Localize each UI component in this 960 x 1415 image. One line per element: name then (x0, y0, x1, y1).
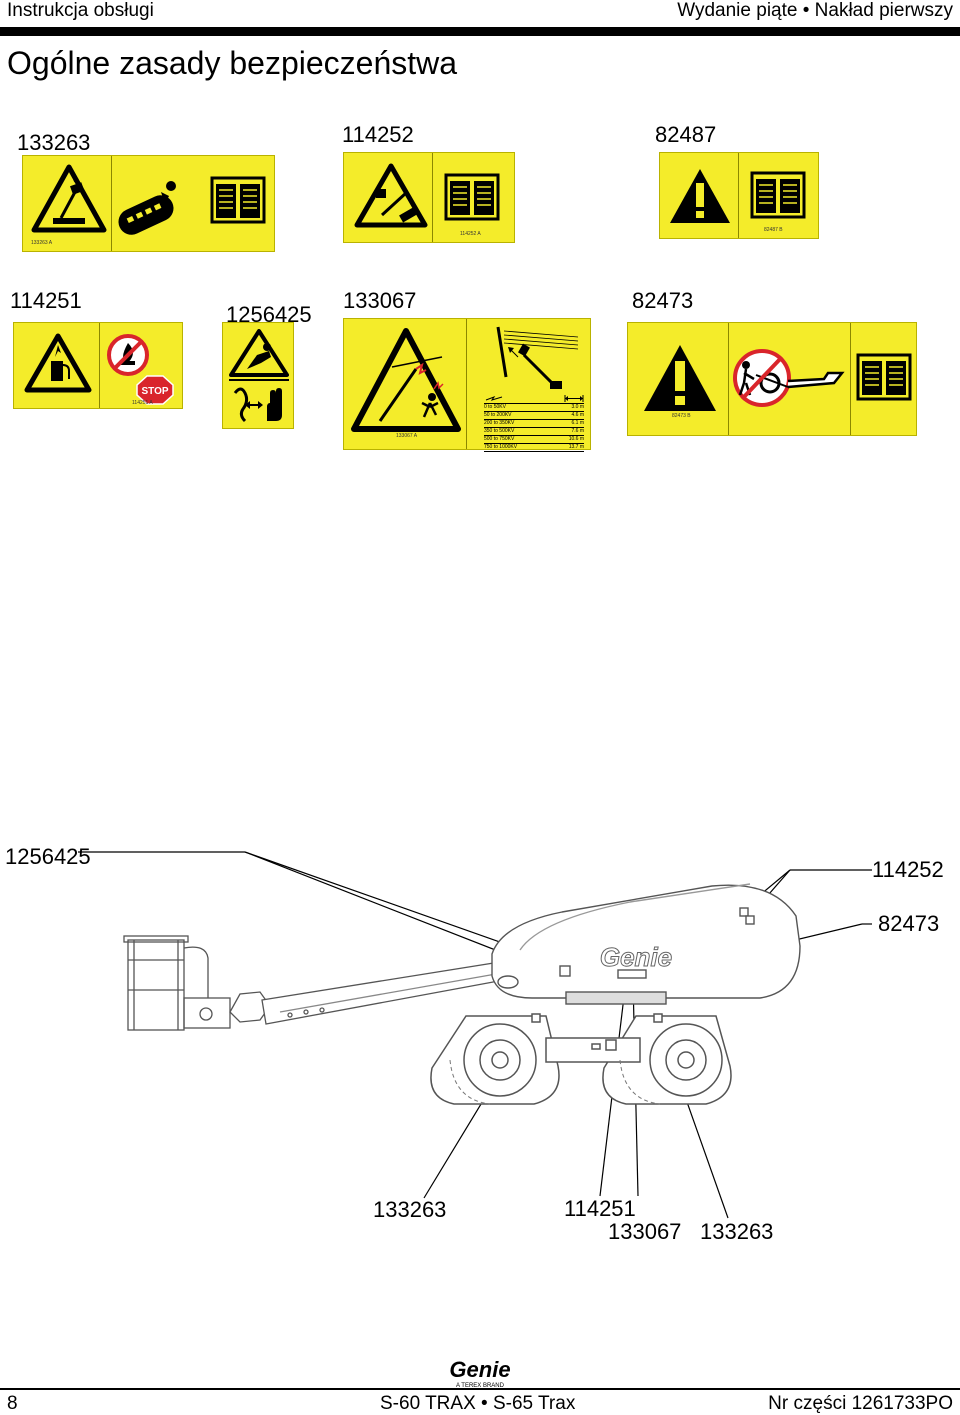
clearance-distance: 3.0 m (571, 404, 584, 410)
decal-label-82487: 82487 (655, 122, 717, 147)
callout-label-1256425: 1256425 (5, 844, 91, 869)
machine-diagram: Genie (78, 851, 872, 1219)
power-line-distance-icon (496, 326, 579, 389)
decal-code-114252: 114252 A (460, 231, 481, 237)
decal-code-133263: 133263 A (31, 240, 53, 246)
voltage-table-row: 750 to 1000KV 13.7 m (484, 444, 584, 452)
electrocution-warning-icon (351, 328, 461, 432)
footer-brand-sub: A TEREX BRAND (456, 1383, 505, 1389)
header-rule (0, 27, 960, 36)
exclamation-warning-icon (670, 169, 730, 223)
voltage-table-row: 350 to 500KV 7.6 m (484, 428, 584, 436)
fuel-explosion-warning-icon (24, 333, 92, 393)
decal-code-133067: 133067 A (396, 433, 418, 439)
tip-over-warning-icon (31, 164, 107, 233)
clearance-distance: 6.1 m (571, 420, 584, 426)
part-number: Nr części 1261733PO (768, 1393, 953, 1414)
voltage-range: 350 to 500KV (484, 428, 515, 434)
callout-label-133263-right: 133263 (700, 1219, 774, 1244)
voltage-range: 50 to 200KV (484, 412, 512, 418)
voltage-range: 750 to 1000KV (484, 444, 518, 450)
callout-label-133263-left: 133263 (373, 1197, 447, 1222)
decal-114251: STOP 114251 A (13, 322, 183, 409)
voltage-range: 0 to 50KV (484, 404, 506, 410)
decal-82487: 82487 B (659, 152, 819, 239)
header-right: Wydanie piąte • Nakład pierwszy (677, 0, 953, 21)
no-open-flame-icon (107, 334, 149, 376)
tracks (430, 1013, 732, 1105)
genie-logo: Genie A TEREX BRAND (449, 1357, 510, 1389)
read-manual-icon (856, 353, 912, 401)
voltage-table-rows: 0 to 50KV 3.0 m 50 to 200KV 4.6 m 200 to 350… (484, 404, 584, 452)
footer-brand: Genie (449, 1357, 510, 1382)
voltage-table-row: 50 to 200KV 4.6 m (484, 412, 584, 420)
boom-arm (229, 961, 505, 1025)
header-left: Instrukcja obsługi (7, 0, 154, 21)
track-treads (449, 1059, 661, 1105)
tip-over-warning-icon (354, 163, 428, 228)
voltage-table-row: 0 to 50KV 3.0 m (484, 404, 584, 412)
read-manual-icon (210, 176, 266, 224)
decal-label-82473: 82473 (632, 288, 694, 313)
keep-hands-away-icon (233, 387, 282, 423)
voltage-table-row: 200 to 350KV 6.1 m (484, 420, 584, 428)
voltage-range: 200 to 350KV (484, 420, 515, 426)
decal-label-133067: 133067 (343, 288, 417, 313)
clearance-distance: 13.7 m (568, 444, 584, 450)
stop-sign-icon: STOP (136, 375, 174, 405)
voltage-table-row: 500 to 750KV 10.6 m (484, 436, 584, 444)
lightning-bolt-icon (485, 395, 503, 401)
exclamation-warning-icon (644, 345, 716, 411)
voltage-table-header (484, 395, 584, 404)
page-number: 8 (7, 1393, 18, 1414)
clearance-distance: 4.6 m (571, 412, 584, 418)
decal-label-133263: 133263 (17, 130, 91, 155)
decal-1256425 (222, 322, 294, 429)
callout-label-114251: 114251 (564, 1196, 636, 1221)
decal-114252: 114252 A (343, 152, 515, 243)
decal-82473: 82473 B (627, 322, 917, 436)
decal-code-82487: 82487 B (764, 227, 783, 233)
decal-133067: 0 to 50KV 3.0 m 50 to 200KV 4.6 m 200 to 350… (343, 318, 591, 452)
stop-sign-text: STOP (141, 386, 168, 397)
read-manual-icon (444, 173, 500, 221)
clearance-distance: 7.6 m (571, 428, 584, 434)
voltage-range: 500 to 750KV (484, 436, 515, 442)
no-towing-icon (733, 349, 845, 407)
callout-label-133067: 133067 (608, 1219, 682, 1244)
decal-code-114251: 114251 A (132, 400, 153, 406)
page-title: Ogólne zasady bezpieczeństwa (7, 45, 458, 81)
track-crush-icon (118, 181, 176, 235)
decal-133263: 133263 A (22, 155, 275, 252)
read-manual-icon (750, 171, 806, 219)
distance-arrow-icon (564, 395, 584, 402)
turntable-body (491, 883, 801, 1005)
callout-label-82473: 82473 (878, 911, 940, 936)
crush-hazard-warning-icon (229, 329, 289, 377)
platform-basket (123, 935, 231, 1031)
decal-label-114251: 114251 (10, 288, 82, 313)
clearance-distance: 10.6 m (568, 436, 584, 442)
machine-brand-logo: Genie (600, 942, 672, 972)
decal-label-114252: 114252 (342, 122, 414, 147)
decal-code-82473: 82473 B (672, 413, 691, 419)
model-name: S-60 TRAX • S-65 Trax (380, 1393, 576, 1414)
footer-rule (0, 1388, 960, 1390)
callout-label-114252: 114252 (872, 857, 944, 882)
voltage-table: 0 to 50KV 3.0 m 50 to 200KV 4.6 m 200 to 350… (484, 395, 584, 452)
